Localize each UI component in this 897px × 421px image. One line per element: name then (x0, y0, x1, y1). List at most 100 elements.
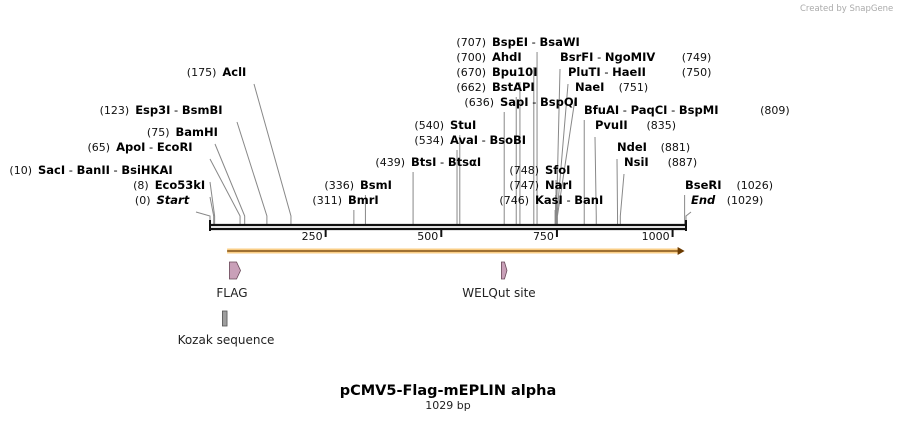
site-position: (336) (324, 179, 354, 192)
plasmid-name: pCMV5-Flag-mEPLIN alpha (340, 383, 557, 399)
site-enzyme-names: AhdI (492, 50, 522, 64)
feature-arrow (501, 261, 508, 280)
enzyme-name: BspMI (679, 103, 719, 117)
restriction-site[interactable]: (75) BamHI (147, 125, 218, 139)
restriction-site[interactable]: (887)NsiI (624, 155, 697, 169)
enzyme-name: Eco53kI (155, 178, 206, 192)
enzyme-name: BstAPI (492, 80, 535, 94)
feature-arrow (229, 261, 241, 280)
site-position: (123) (100, 104, 130, 117)
site-line (236, 121, 268, 224)
feature[interactable]: FLAG (216, 261, 248, 300)
restriction-site[interactable]: (65)ApoI - EcoRI (88, 140, 193, 154)
restriction-site[interactable]: (749) BsrFI - NgoMIV (560, 50, 711, 64)
enzyme-separator: - (667, 103, 678, 117)
feature-label: Kozak sequence (178, 333, 275, 347)
enzyme-name: AhdI (492, 50, 522, 64)
site-enzyme-names: ApoI - EcoRI (116, 140, 193, 154)
site-enzyme-names: PvuII (595, 118, 628, 132)
restriction-site[interactable]: (336) BsmI (324, 178, 391, 192)
site-enzyme-names: BamHI (176, 125, 218, 139)
orf-arrowhead (677, 247, 685, 255)
site-position: (746) (499, 194, 529, 207)
enzyme-name: BseRI (685, 178, 722, 192)
feature[interactable]: Kozak sequence (178, 310, 275, 347)
enzyme-separator: - (528, 35, 539, 49)
feature-box (222, 310, 228, 327)
site-position: (881) (661, 141, 691, 154)
site-position: (751) (619, 81, 649, 94)
site-enzyme-names: BmrI (348, 193, 379, 207)
site-position: (662) (456, 81, 486, 94)
restriction-site[interactable]: (123)Esp3I - BsmBI (100, 103, 223, 117)
enzyme-name: Esp3I (135, 103, 170, 117)
enzyme-separator: - (170, 103, 181, 117)
enzyme-name: Start (157, 193, 190, 207)
site-line (616, 158, 619, 224)
restriction-site[interactable]: (311)BmrI (312, 193, 378, 207)
restriction-site[interactable]: (748) SfoI (509, 163, 570, 177)
restriction-site[interactable]: (8)Eco53kI (133, 178, 205, 192)
enzyme-name: BanI (574, 193, 603, 207)
enzyme-name: KasI (535, 193, 563, 207)
restriction-site[interactable]: (835)PvuII (595, 118, 676, 132)
site-enzyme-names: AvaI - BsoBI (450, 133, 526, 147)
restriction-site[interactable]: (534)AvaI - BsoBI (414, 133, 526, 147)
restriction-site[interactable]: (700) AhdI (456, 50, 521, 64)
restriction-site[interactable]: (707)BspEI - BsaWI (456, 35, 579, 49)
site-line (209, 158, 241, 224)
restriction-site[interactable]: (662) BstAPI (456, 80, 534, 94)
enzyme-name: SacI (38, 163, 65, 177)
enzyme-name: NgoMIV (605, 50, 655, 64)
restriction-site[interactable]: (751) NaeI (575, 80, 648, 94)
site-enzyme-names: BfuAI - PaqCI - BspMI (584, 103, 719, 117)
site-position: (749) (682, 51, 712, 64)
site-line (253, 83, 292, 224)
site-line (619, 173, 625, 224)
restriction-site[interactable]: (747)NarI (509, 178, 572, 192)
site-enzyme-names: BspEI - BsaWI (492, 35, 580, 49)
restriction-site[interactable]: (746)KasI - BanI (499, 193, 603, 207)
feature[interactable]: WELQut site (462, 261, 536, 300)
restriction-site[interactable]: (439)BtsI - BtsαI (375, 155, 481, 169)
site-enzyme-names: BseRI (685, 178, 722, 192)
enzyme-name: Bpu10I (492, 65, 537, 79)
scale-tick-label: 750 (533, 230, 554, 243)
site-enzyme-names: SfoI (545, 163, 570, 177)
restriction-site[interactable]: (670)Bpu10I (456, 65, 537, 79)
enzyme-name: AvaI (450, 133, 478, 147)
site-enzyme-names: SacI - BanII - BsiHKAI (38, 163, 173, 177)
enzyme-name: BsaWI (539, 35, 579, 49)
restriction-site[interactable]: (809)BfuAI - PaqCI - BspMI (584, 103, 790, 117)
restriction-site[interactable]: (175)AclI (187, 65, 247, 79)
scale-tick-label: 250 (302, 230, 323, 243)
enzyme-separator: - (145, 140, 156, 154)
site-lines (195, 52, 692, 224)
enzyme-separator: - (601, 65, 612, 79)
enzyme-name: BamHI (176, 125, 218, 139)
restriction-site[interactable]: (750)PluTI - HaeII (568, 65, 711, 79)
plasmid-length: 1029 bp (425, 399, 470, 412)
restriction-site[interactable]: (881)NdeI (617, 140, 690, 154)
enzyme-name: BsmI (360, 178, 392, 192)
restriction-site[interactable]: (636)SapI - BspQI (464, 95, 578, 109)
site-line (594, 136, 597, 224)
enzyme-separator: - (529, 95, 540, 109)
restriction-site[interactable]: (540)StuI (414, 118, 476, 132)
site-position: (439) (375, 156, 405, 169)
restriction-site[interactable]: (0)Start (135, 193, 190, 207)
site-position: (700) (456, 51, 486, 64)
restriction-site[interactable]: (1029)End (691, 193, 763, 207)
site-position: (748) (509, 164, 539, 177)
restriction-site[interactable]: (10)SacI - BanII - BsiHKAI (9, 163, 172, 177)
restriction-site[interactable]: (1026)BseRI (685, 178, 773, 192)
site-enzyme-names: StuI (450, 118, 476, 132)
enzyme-name: NaeI (575, 80, 604, 94)
site-enzyme-names: NarI (545, 178, 572, 192)
enzyme-name: HaeII (612, 65, 646, 79)
site-labels: (707)BspEI - BsaWI (700) AhdI (175)AclI (670… (9, 35, 789, 207)
site-position: (75) (147, 126, 170, 139)
site-enzyme-names: BsrFI - NgoMIV (560, 50, 655, 64)
